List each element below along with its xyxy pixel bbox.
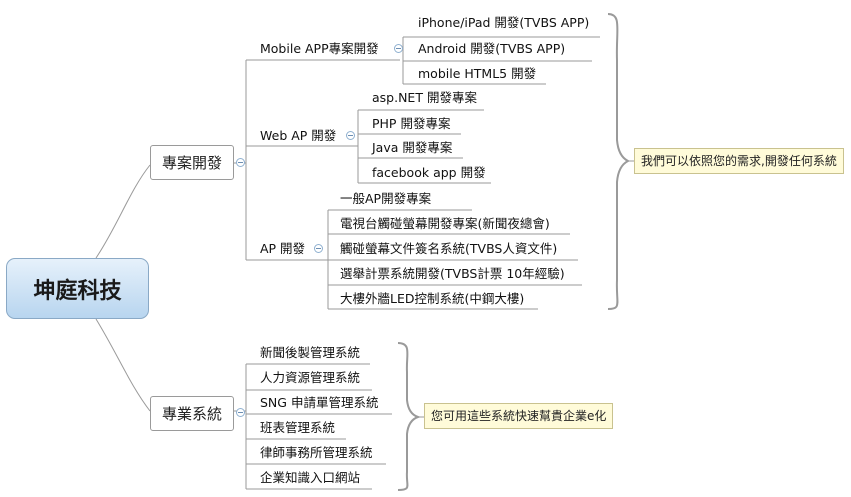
leaf-mobile-1[interactable]: iPhone/iPad 開發(TVBS APP) xyxy=(418,15,590,30)
collapse-icon[interactable] xyxy=(236,408,245,417)
collapse-icon[interactable] xyxy=(394,44,403,53)
leaf-system-3[interactable]: SNG 申請單管理系統 xyxy=(260,395,379,410)
collapse-icon[interactable] xyxy=(314,244,323,253)
leaf-system-2[interactable]: 人力資源管理系統 xyxy=(260,370,361,385)
leaf-web-2[interactable]: PHP 開發專案 xyxy=(372,116,451,131)
bracket-branch-1 xyxy=(607,13,631,310)
leaf-web-4[interactable]: facebook app 開發 xyxy=(372,165,486,180)
connector-root-branch-2 xyxy=(95,318,151,412)
leaf-web-3[interactable]: Java 開發專案 xyxy=(372,140,453,155)
leaf-system-6[interactable]: 企業知識入口網站 xyxy=(260,470,361,485)
leaf-mobile-2[interactable]: Android 開發(TVBS APP) xyxy=(418,41,566,56)
leaf-ap-4[interactable]: 選舉計票系統開發(TVBS計票 10年經驗) xyxy=(340,266,565,281)
note-callout-systems[interactable]: 您可用這些系統快速幫貴企業e化 xyxy=(424,403,614,429)
note-callout-projects[interactable]: 我們可以依照您的需求,開發任何系統 xyxy=(634,148,844,174)
leaf-ap-5[interactable]: 大樓外牆LED控制系統(中鋼大樓) xyxy=(340,291,525,306)
group-label-mobile[interactable]: Mobile APP專案開發 xyxy=(260,41,379,56)
bracket-branch-2 xyxy=(397,342,422,491)
collapse-icon[interactable] xyxy=(346,131,355,140)
branch-node-projects[interactable]: 專案開發 xyxy=(150,145,234,180)
collapse-icon[interactable] xyxy=(236,158,245,167)
leaf-system-1[interactable]: 新聞後製管理系統 xyxy=(260,345,361,360)
leaf-ap-3[interactable]: 觸碰螢幕文件簽名系統(TVBS人資文件) xyxy=(340,241,558,256)
leaf-web-1[interactable]: asp.NET 開發專案 xyxy=(372,90,477,105)
leaf-ap-2[interactable]: 電視台觸碰螢幕開發專案(新聞夜總會) xyxy=(340,216,550,231)
leaf-system-5[interactable]: 律師事務所管理系統 xyxy=(260,445,373,460)
leaf-system-4[interactable]: 班表管理系統 xyxy=(260,420,336,435)
root-node[interactable]: 坤庭科技 xyxy=(6,258,149,319)
connector-web-items xyxy=(357,109,491,184)
branch-node-systems[interactable]: 專業系統 xyxy=(150,396,234,431)
leaf-ap-1[interactable]: 一般AP開發專案 xyxy=(340,191,432,206)
connector-root-branch-1 xyxy=(95,164,151,259)
group-label-ap[interactable]: AP 開發 xyxy=(260,241,306,256)
connector-mobile-items xyxy=(402,36,600,85)
leaf-mobile-3[interactable]: mobile HTML5 開發 xyxy=(418,66,537,81)
group-label-web[interactable]: Web AP 開發 xyxy=(260,128,337,143)
